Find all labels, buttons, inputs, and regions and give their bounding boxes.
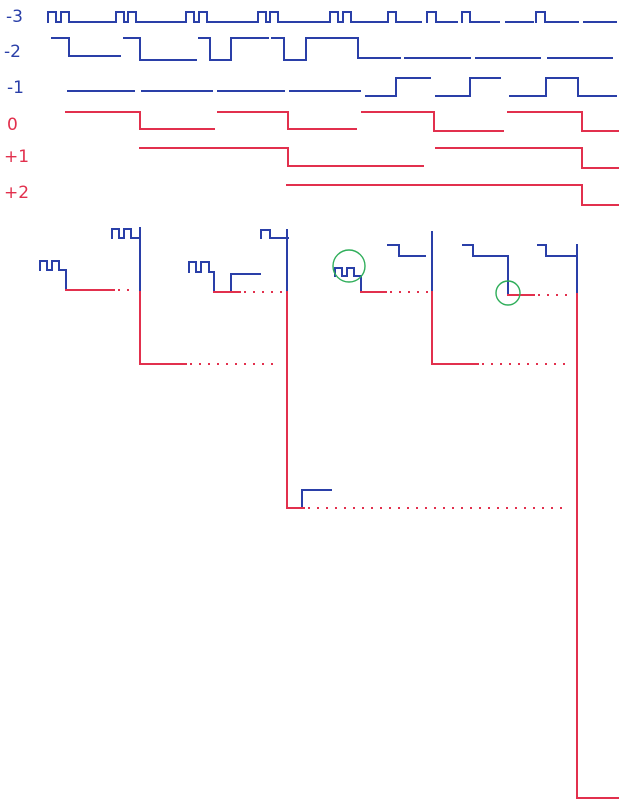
pulse-glyph-5 [260,229,289,239]
pulse-glyph-10 [301,489,332,509]
level-label-minus-3: -3 [6,7,23,27]
level-label-plus-2: +2 [4,183,29,203]
waveform-row-plus-2 [286,184,619,206]
pulse-glyph-6 [334,267,362,293]
timing-rows [47,11,619,206]
level-label-minus-1: -1 [7,78,24,98]
branch-5 [139,291,187,365]
pulse-glyph-1 [39,260,67,291]
waveform-row-zero [65,111,619,132]
pulse-glyph-3 [188,261,215,293]
waveform-row-minus-2 [51,37,613,61]
pulse-glyph-2 [111,228,141,239]
pulse-glyph-7 [387,244,426,257]
pulse-glyph-8 [462,244,509,296]
level-label-zero: 0 [7,115,18,135]
highlight-circle-2 [495,280,521,306]
branch-8 [576,293,619,799]
pulse-glyph-9 [537,244,576,257]
waveform-row-minus-3 [47,11,617,23]
level-label-plus-1: +1 [4,147,29,167]
branch-7 [286,291,305,509]
branch-6 [431,291,479,365]
level-labels: -3 -2 -1 0 +1 +2 [4,7,29,203]
branching-tree [39,227,619,799]
waveform-row-plus-1 [139,147,619,169]
waveform-row-minus-1 [67,77,617,97]
highlight-circle-1 [332,249,366,283]
level-label-minus-2: -2 [4,42,21,62]
pulse-glyph-4 [230,273,261,293]
